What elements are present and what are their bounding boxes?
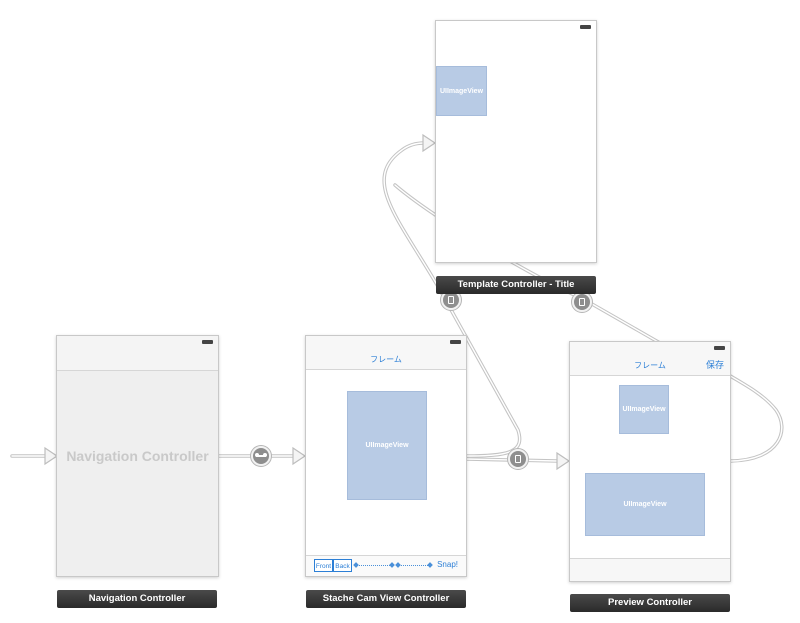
battery-icon [450,340,461,344]
template-controller-label[interactable]: Template Controller - Title [436,276,596,294]
image-view-top[interactable]: UIImageView [619,385,669,434]
navigation-controller-scene[interactable]: Navigation Controller [56,335,219,577]
push-icon [448,296,454,304]
push-segue-node-preview[interactable] [508,449,528,469]
arrowhead-stache [292,446,307,466]
template-controller-scene[interactable]: UIImageView [435,20,597,263]
nav-title: フレーム [370,355,402,364]
stache-cam-scene[interactable]: フレーム UIImageView Front Back Snap! [305,335,467,577]
push-icon [579,298,585,306]
flexible-space [398,565,430,566]
battery-icon [202,340,213,344]
back-button[interactable]: Back [333,559,352,572]
link-icon [255,453,267,457]
image-view[interactable]: UIImageView [436,66,487,116]
preview-controller-scene[interactable]: フレーム 保存 UIImageView UIImageView [569,341,731,582]
save-button[interactable]: 保存 [705,360,724,370]
battery-icon [580,25,591,29]
preview-controller-label[interactable]: Preview Controller [570,594,730,612]
snap-button[interactable]: Snap! [437,560,458,569]
arrowhead-template [422,133,437,153]
arrowhead-nav [44,446,59,466]
nav-title: フレーム [634,361,666,370]
image-view-bottom[interactable]: UIImageView [585,473,705,536]
toolbar: Front Back Snap! [306,555,466,576]
nav-bar [57,336,218,371]
push-segue-node-template-preview[interactable] [572,292,592,312]
flexible-space [356,565,392,566]
navigation-controller-placeholder: Navigation Controller [66,448,209,464]
navigation-controller-label[interactable]: Navigation Controller [57,590,217,608]
image-view[interactable]: UIImageView [347,391,427,500]
relationship-segue-node[interactable] [251,446,271,466]
nav-bar: フレーム [306,336,466,370]
nav-bar: フレーム 保存 [570,342,730,376]
front-button[interactable]: Front [314,559,333,572]
arrowhead-preview [556,451,571,471]
battery-icon [714,346,725,350]
toolbar [570,558,730,581]
stache-cam-label[interactable]: Stache Cam View Controller [306,590,466,608]
push-icon [515,455,521,463]
